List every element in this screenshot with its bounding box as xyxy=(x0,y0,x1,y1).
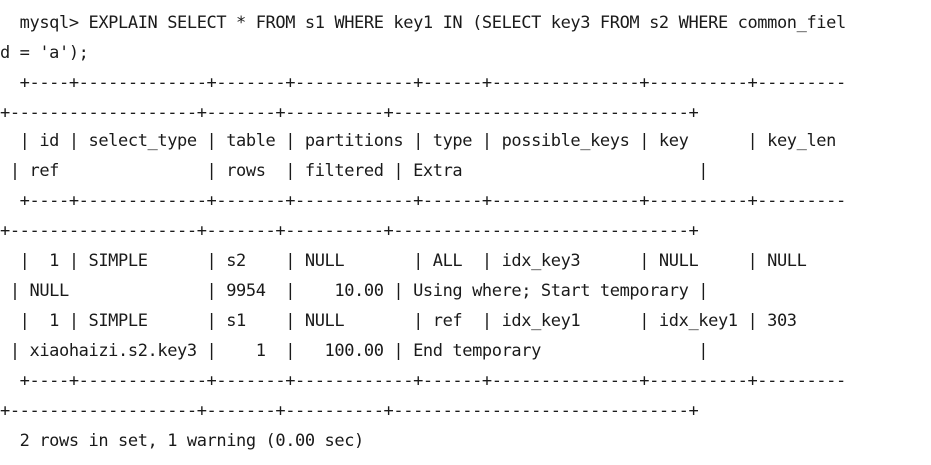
table-border-top: +----+-------------+-------+------------… xyxy=(0,73,847,93)
table-border-header-wrap: +-------------------+-------+----------+… xyxy=(0,221,699,241)
table-border-top-wrap: +-------------------+-------+----------+… xyxy=(0,103,699,123)
table-border-bottom-wrap: +-------------------+-------+----------+… xyxy=(0,401,699,421)
table-border-bottom: +----+-------------+-------+------------… xyxy=(0,371,847,391)
result-summary: 2 rows in set, 1 warning (0.00 sec) xyxy=(0,431,365,451)
table-border-header: +----+-------------+-------+------------… xyxy=(0,191,847,211)
table-row-2: | 1 | SIMPLE | s1 | NULL | ref | idx_key… xyxy=(0,311,797,331)
table-header-row: | id | select_type | table | partitions … xyxy=(0,131,837,151)
sql-command-line: mysql> EXPLAIN SELECT * FROM s1 WHERE ke… xyxy=(0,13,847,33)
sql-command-line-wrap: d = 'a'); xyxy=(0,43,89,63)
table-row-2-wrap: | xiaohaizi.s2.key3 | 1 | 100.00 | End t… xyxy=(0,341,709,361)
table-row-1: | 1 | SIMPLE | s2 | NULL | ALL | idx_key… xyxy=(0,251,807,271)
table-row-1-wrap: | NULL | 9954 | 10.00 | Using where; Sta… xyxy=(0,281,709,301)
table-header-row-wrap: | ref | rows | filtered | Extra | xyxy=(0,161,709,181)
